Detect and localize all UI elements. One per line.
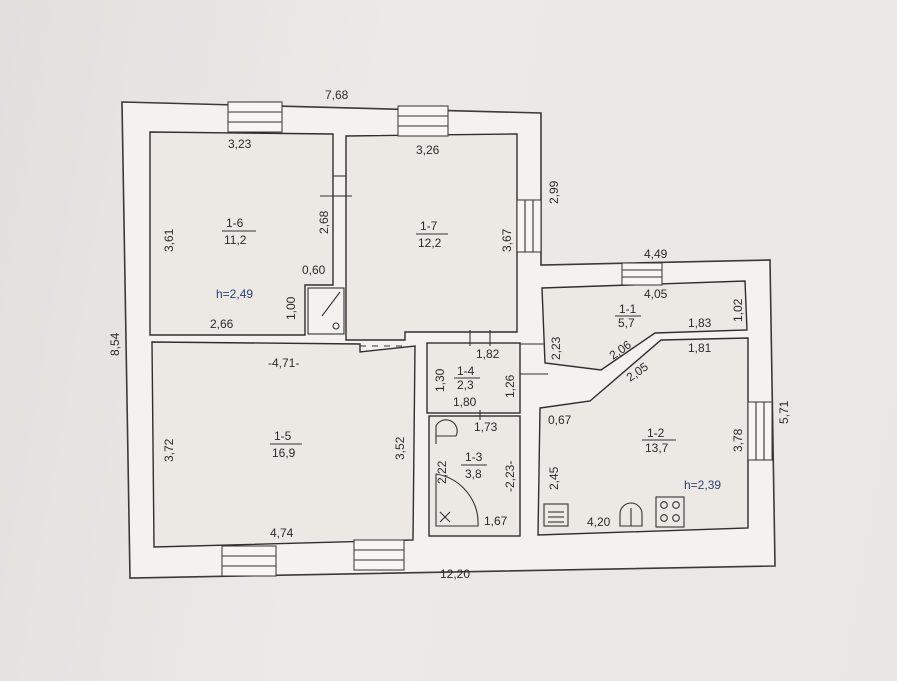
room-1-4-right: 1,26	[503, 374, 517, 398]
height-label-2: h=2,39	[684, 478, 721, 492]
room-1-6-notch-h: 1,00	[284, 296, 298, 320]
room-1-1-bottom: 1,83	[688, 316, 712, 330]
cooker-icon	[655, 496, 685, 528]
room-1-7-top: 3,26	[416, 143, 440, 157]
room-1-6-area: 11,2	[224, 233, 247, 247]
window-top-1	[227, 101, 283, 133]
dim-right-upper: 2,99	[547, 180, 561, 204]
room-1-6-id: 1-6	[226, 216, 244, 230]
room-1-7	[345, 133, 518, 341]
dim-overall-left: 8,54	[108, 332, 122, 356]
room-1-2	[537, 337, 749, 536]
window-annex-top	[621, 262, 663, 286]
room-1-2-left-top: 0,67	[548, 413, 572, 427]
sink-icon	[543, 503, 569, 527]
room-1-5-bottom: 4,74	[270, 526, 294, 540]
room-1-6-bottom: 2,66	[210, 317, 234, 331]
room-1-6-notch-w: 0,60	[302, 263, 326, 277]
room-1-5-area: 16,9	[272, 446, 296, 460]
room-1-5-right: 3,52	[393, 436, 407, 460]
room-1-7-id: 1-7	[420, 219, 438, 233]
room-1-6-left: 3,61	[162, 228, 176, 252]
dim-overall-top: 7,68	[325, 88, 349, 102]
room-1-1-left: 2,23	[549, 336, 563, 360]
room-1-3-right: -2,23-	[503, 461, 517, 492]
room-1-2-right: 3,78	[731, 428, 745, 452]
room-1-2-bottom: 4,20	[587, 515, 611, 529]
shower-icon	[435, 473, 479, 527]
room-1-1	[541, 280, 748, 371]
room-1-2-top: 1,81	[688, 341, 712, 355]
heater-icon	[619, 502, 643, 527]
room-1-4-top: 1,82	[476, 347, 500, 361]
room-1-5-top: -4,71-	[268, 356, 299, 370]
room-1-3-area: 3,8	[465, 467, 482, 481]
room-1-1-top: 4,05	[644, 287, 668, 301]
room-1-6-top: 3,23	[228, 137, 252, 151]
window-bottom-2	[353, 539, 405, 571]
room-1-7-area: 12,2	[418, 236, 442, 250]
room-1-2-area: 13,7	[645, 441, 669, 455]
height-label-1: h=2,49	[216, 287, 253, 301]
room-1-5-id: 1-5	[274, 429, 292, 443]
window-right-1	[516, 199, 542, 253]
stove-block	[307, 287, 345, 335]
room-1-3-left: 2,22	[435, 460, 449, 484]
room-1-1-id: 1-1	[619, 302, 637, 316]
window-bottom-1	[221, 545, 277, 577]
window-right-2	[747, 401, 773, 461]
room-1-1-area: 5,7	[618, 316, 635, 330]
room-1-6-right: 2,68	[317, 210, 331, 234]
dim-overall-bottom: 12,20	[440, 567, 470, 581]
room-1-1-right: 1,02	[731, 298, 745, 322]
room-1-3-id: 1-3	[465, 450, 483, 464]
room-1-3-top: 1,73	[474, 420, 498, 434]
room-1-6	[149, 131, 334, 336]
room-1-7-right: 3,67	[500, 228, 514, 252]
dim-right-lower: 5,71	[777, 400, 791, 424]
room-1-5-left: 3,72	[162, 438, 176, 462]
dim-annex-top: 4,49	[644, 247, 668, 261]
boiler-icon	[435, 419, 458, 444]
room-1-4-left: 1,30	[433, 368, 447, 392]
window-top-2	[397, 105, 449, 137]
room-1-3-bottom: 1,67	[484, 514, 508, 528]
room-1-4-area: 2,3	[457, 378, 474, 392]
room-1-4-id: 1-4	[457, 364, 475, 378]
room-1-4-bottom: 1,80	[453, 395, 477, 409]
room-1-2-id: 1-2	[647, 426, 665, 440]
room-1-2-left: 2,45	[547, 466, 561, 490]
